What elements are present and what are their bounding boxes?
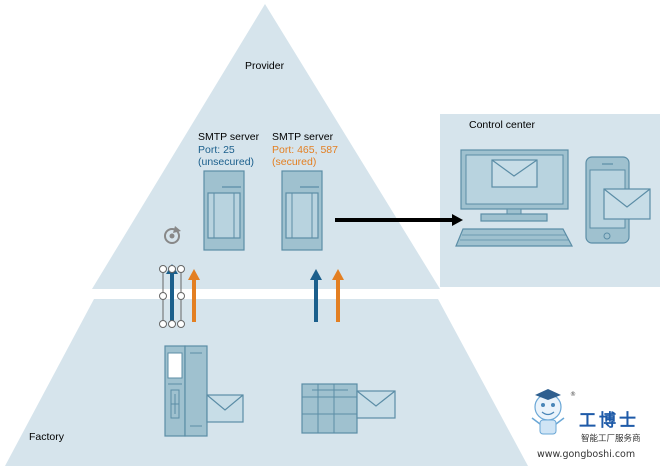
watermark-logo [531, 389, 565, 435]
watermark-url: www.gongboshi.com [537, 449, 635, 460]
watermark-registered: ® [570, 391, 576, 398]
email-envelope-icon [603, 188, 651, 220]
secured-arrow-up [188, 269, 200, 322]
connection-arrow [335, 214, 463, 226]
provider-label: Provider [245, 60, 285, 72]
provider-zone [92, 4, 440, 289]
smtp-server-secured-icon [281, 170, 323, 251]
email-envelope-icon [356, 390, 396, 419]
server-2-security: (secured) [272, 156, 316, 168]
control-center-label: Control center [469, 119, 535, 131]
email-envelope-icon [491, 159, 538, 188]
watermark-brand: 工博士 [579, 410, 639, 431]
watermark-tagline: 智能工厂服务商 [581, 433, 641, 444]
secured-arrow-up [332, 269, 344, 322]
monitor-icon [455, 149, 573, 247]
factory-zone [5, 299, 528, 466]
unsecured-arrow-up [310, 269, 322, 322]
plc-controller-icon [164, 345, 208, 437]
selection-handles[interactable] [159, 265, 185, 328]
io-module-icon [301, 383, 358, 434]
server-1-security: (unsecured) [198, 156, 254, 168]
server-1-title: SMTP server [198, 131, 260, 143]
server-1-port: Port: 25 [198, 144, 235, 156]
factory-label: Factory [29, 431, 65, 443]
rotate-handle-icon[interactable] [164, 226, 181, 244]
smtp-server-unsecured-icon [203, 170, 245, 251]
server-2-title: SMTP server [272, 131, 334, 143]
email-envelope-icon [206, 394, 244, 423]
server-2-port: Port: 465, 587 [272, 144, 338, 156]
